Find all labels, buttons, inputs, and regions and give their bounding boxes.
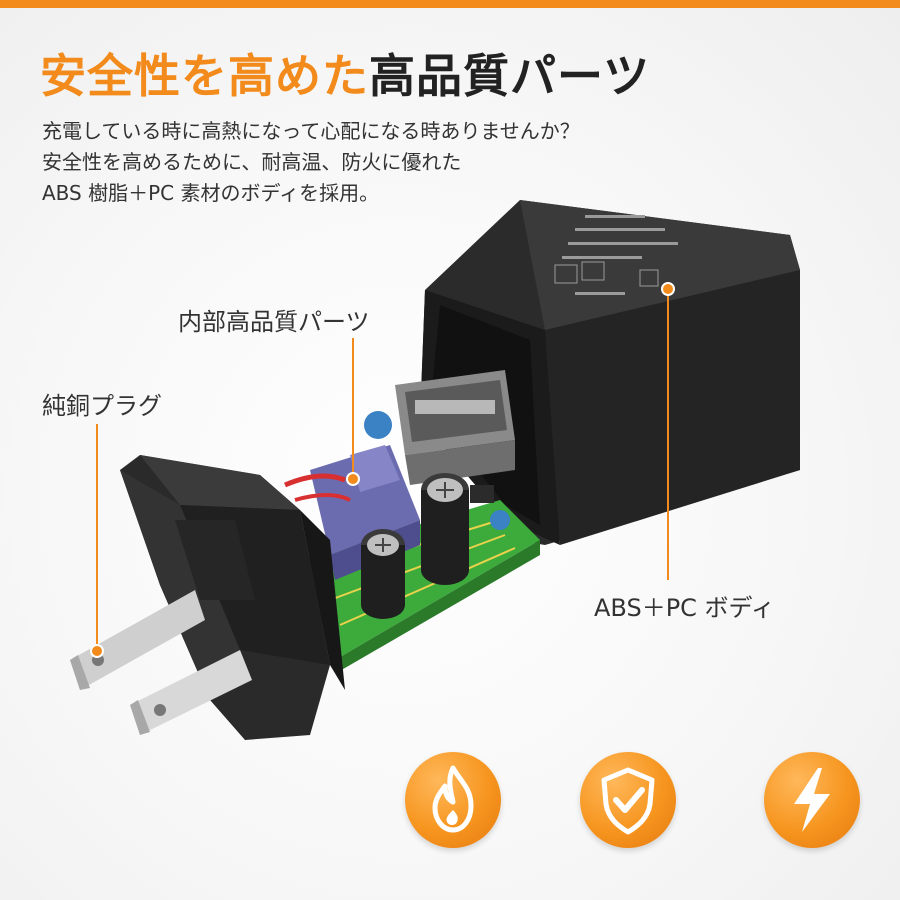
copper-plug-prongs [70,590,252,735]
callout-copper-plug-line [96,424,98,649]
callout-inner-parts-line [352,338,354,478]
description-line: ABS 樹脂＋PC 素材のボディを採用。 [42,181,380,205]
callout-copper-plug: 純銅プラグ [42,392,162,420]
flame-icon [405,752,501,848]
lightning-bolt-icon [764,752,860,848]
callout-body-line [667,290,669,580]
headline: 安全性を高めた 高品質パーツ [40,40,650,110]
red-wire [284,473,346,488]
headline-main: 高品質パーツ [369,49,651,103]
callout-inner-parts-dot [346,472,360,486]
callout-body-material: ABS＋PC ボディ [594,594,775,622]
capacitors [361,411,510,619]
callout-copper-plug-dot [90,644,104,658]
shield-check-icon [580,752,676,848]
description: 充電している時に高熱になって心配になる時ありませんか？ 安全性を高めるために、耐… [42,116,682,209]
housing-label [554,215,678,295]
headline-accent: 安全性を高めた [40,49,369,103]
callout-inner-parts: 内部高品質パーツ [178,308,370,336]
red-wire [294,493,351,502]
description-line: 安全性を高めるために、耐高温、防火に優れた [42,150,462,174]
description-line: 充電している時に高熱になって心配になる時ありませんか？ [42,119,580,143]
plug-housing [120,455,345,740]
accent-top-bar [0,0,900,8]
usb-port [395,370,515,485]
callout-body-dot [661,282,675,296]
